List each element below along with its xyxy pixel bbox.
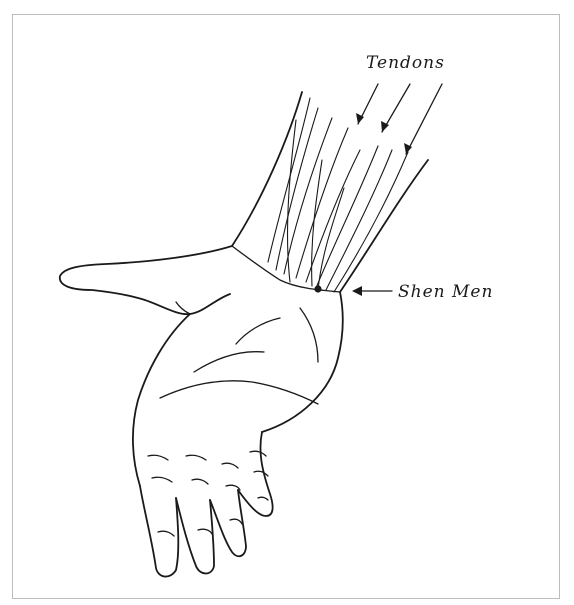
shen-men-point xyxy=(314,285,321,292)
shen-men-arrow xyxy=(352,286,392,296)
shen-men-label: Shen Men xyxy=(398,282,493,302)
hand-outline xyxy=(60,246,343,577)
tendons-label: Tendons xyxy=(366,53,445,73)
tendon-lines xyxy=(268,98,408,292)
tendon-arrows xyxy=(356,84,442,154)
